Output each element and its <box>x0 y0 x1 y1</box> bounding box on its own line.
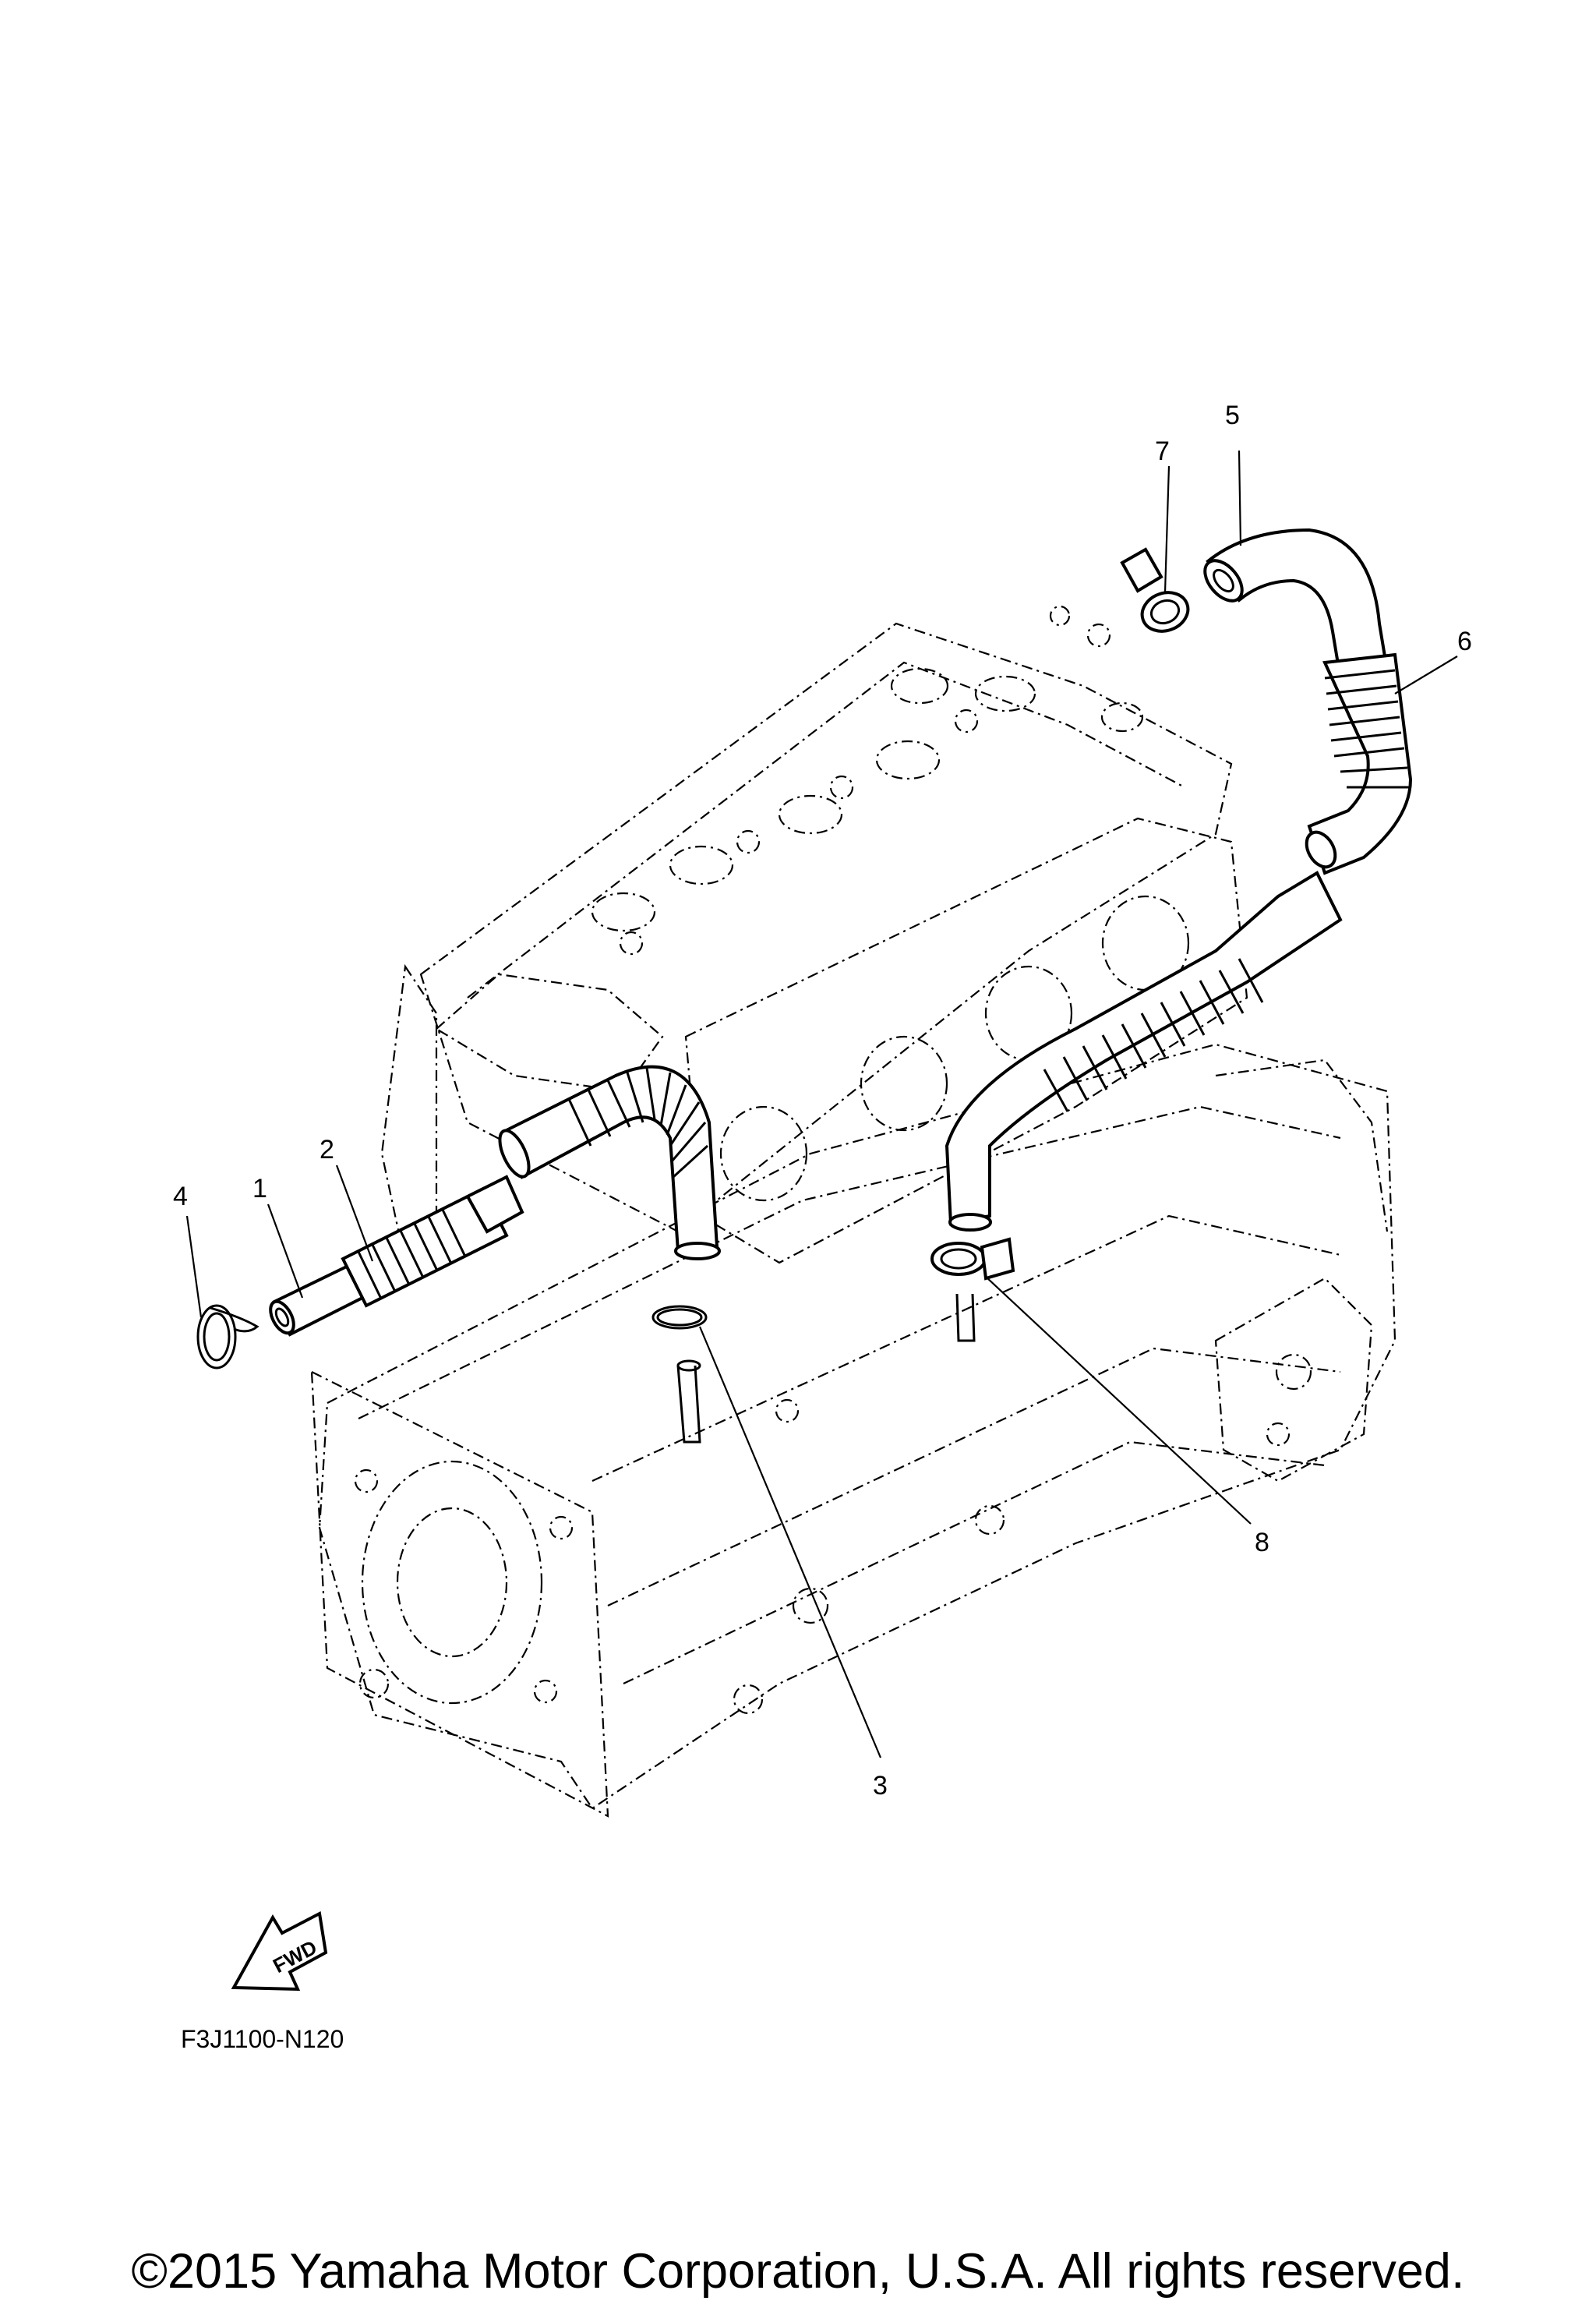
leader-lines <box>185 450 1458 1758</box>
callout-6: 6 <box>1457 627 1472 656</box>
callout-5: 5 <box>1225 401 1240 430</box>
part-hose-6 <box>1305 652 1413 875</box>
callout-4: 4 <box>173 1182 188 1211</box>
hose-elbow-left <box>498 1065 721 1260</box>
callout-1: 1 <box>252 1174 267 1203</box>
callout-2: 2 <box>320 1135 334 1165</box>
callout-8: 8 <box>1255 1528 1269 1557</box>
copyright-notice: ©2015 Yamaha Motor Corporation, U.S.A. A… <box>131 2244 1465 2299</box>
callout-numbers: 1 2 3 4 5 6 7 8 <box>173 401 1472 1801</box>
part-o-ring-3 <box>651 1305 708 1444</box>
part-hose-2 <box>341 1175 524 1308</box>
callout-3: 3 <box>873 1771 888 1801</box>
engine-block-outline <box>310 605 1396 1818</box>
fwd-arrow-icon: FWD <box>231 1910 328 1992</box>
figure-code: F3J1100-N120 <box>181 2025 344 2053</box>
part-clamp-8 <box>930 1237 1015 1342</box>
callout-7: 7 <box>1155 436 1170 466</box>
hose-long-middle <box>945 871 1343 1232</box>
part-clip-4 <box>196 1304 260 1370</box>
part-clamp-7 <box>1120 547 1190 633</box>
part-hose-5 <box>1203 528 1389 680</box>
